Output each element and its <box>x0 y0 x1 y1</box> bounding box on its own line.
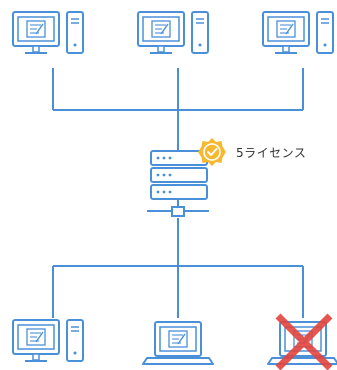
server-icon <box>147 150 209 217</box>
license-count-label: 5ライセンス <box>236 146 307 160</box>
red-cross-icon <box>275 313 333 370</box>
laptop-computer-icon <box>142 321 214 365</box>
bottom-connectors <box>52 218 304 318</box>
desktop-computer-icon <box>12 11 84 54</box>
desktop-computer-icon <box>262 11 334 54</box>
desktop-computer-icon <box>137 11 209 54</box>
check-badge-icon <box>198 138 226 166</box>
desktop-computer-icon <box>12 319 84 362</box>
top-connectors <box>52 68 304 150</box>
